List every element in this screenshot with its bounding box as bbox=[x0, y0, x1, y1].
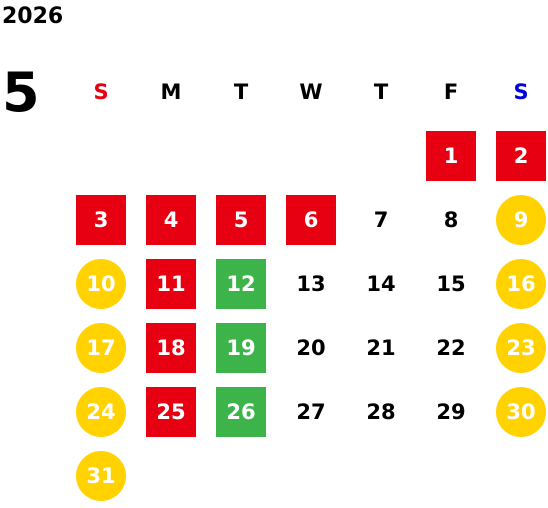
weekday-header: S bbox=[513, 80, 529, 104]
weekday-header: T bbox=[233, 80, 249, 104]
day-20: 20 bbox=[296, 336, 326, 360]
day-cell: 13 bbox=[276, 252, 346, 316]
day-cell: 29 bbox=[416, 380, 486, 444]
day-26: 26 bbox=[216, 387, 266, 437]
day-cell: 20 bbox=[276, 316, 346, 380]
day-31: 31 bbox=[76, 451, 126, 501]
month-number: 5 bbox=[2, 61, 40, 124]
day-cell: 21 bbox=[346, 316, 416, 380]
day-4: 4 bbox=[146, 195, 196, 245]
day-cell: 3 bbox=[66, 188, 136, 252]
day-24: 24 bbox=[76, 387, 126, 437]
day-cell: 17 bbox=[66, 316, 136, 380]
day-5: 5 bbox=[216, 195, 266, 245]
day-cell: 6 bbox=[276, 188, 346, 252]
day-6: 6 bbox=[286, 195, 336, 245]
day-cell: 15 bbox=[416, 252, 486, 316]
day-cell: 19 bbox=[206, 316, 276, 380]
empty-cell bbox=[346, 124, 416, 188]
day-cell: 4 bbox=[136, 188, 206, 252]
day-1: 1 bbox=[426, 131, 476, 181]
day-cell: 12 bbox=[206, 252, 276, 316]
day-13: 13 bbox=[296, 272, 326, 296]
day-8: 8 bbox=[443, 208, 459, 232]
day-cell: 16 bbox=[486, 252, 548, 316]
day-14: 14 bbox=[366, 272, 396, 296]
day-18: 18 bbox=[146, 323, 196, 373]
day-22: 22 bbox=[436, 336, 466, 360]
day-cell: 22 bbox=[416, 316, 486, 380]
day-cell: 24 bbox=[66, 380, 136, 444]
day-3: 3 bbox=[76, 195, 126, 245]
weekday-header: S bbox=[93, 80, 109, 104]
day-16: 16 bbox=[496, 259, 546, 309]
day-10: 10 bbox=[76, 259, 126, 309]
day-cell: 23 bbox=[486, 316, 548, 380]
day-23: 23 bbox=[496, 323, 546, 373]
day-17: 17 bbox=[76, 323, 126, 373]
weekday-header: M bbox=[160, 80, 182, 104]
day-cell: 7 bbox=[346, 188, 416, 252]
empty-cell bbox=[136, 124, 206, 188]
day-21: 21 bbox=[366, 336, 396, 360]
empty-cell bbox=[276, 124, 346, 188]
day-2: 2 bbox=[496, 131, 546, 181]
weekday-header: W bbox=[299, 80, 323, 104]
day-25: 25 bbox=[146, 387, 196, 437]
empty-cell bbox=[66, 124, 136, 188]
day-15: 15 bbox=[436, 272, 466, 296]
weekday-header: T bbox=[373, 80, 389, 104]
day-cell: 14 bbox=[346, 252, 416, 316]
day-27: 27 bbox=[296, 400, 326, 424]
day-cell: 9 bbox=[486, 188, 548, 252]
weekday-header: F bbox=[443, 80, 459, 104]
day-9: 9 bbox=[496, 195, 546, 245]
day-cell: 18 bbox=[136, 316, 206, 380]
year-label: 2026 bbox=[2, 4, 64, 29]
day-28: 28 bbox=[366, 400, 396, 424]
day-cell: 1 bbox=[416, 124, 486, 188]
empty-cell bbox=[206, 124, 276, 188]
day-12: 12 bbox=[216, 259, 266, 309]
day-cell: 31 bbox=[66, 444, 136, 508]
day-cell: 26 bbox=[206, 380, 276, 444]
day-cell: 5 bbox=[206, 188, 276, 252]
day-cell: 2 bbox=[486, 124, 548, 188]
day-cell: 25 bbox=[136, 380, 206, 444]
day-7: 7 bbox=[373, 208, 389, 232]
day-cell: 11 bbox=[136, 252, 206, 316]
day-19: 19 bbox=[216, 323, 266, 373]
day-cell: 27 bbox=[276, 380, 346, 444]
day-11: 11 bbox=[146, 259, 196, 309]
day-29: 29 bbox=[436, 400, 466, 424]
day-cell: 8 bbox=[416, 188, 486, 252]
day-cell: 28 bbox=[346, 380, 416, 444]
day-cell: 10 bbox=[66, 252, 136, 316]
day-cell: 30 bbox=[486, 380, 548, 444]
day-30: 30 bbox=[496, 387, 546, 437]
